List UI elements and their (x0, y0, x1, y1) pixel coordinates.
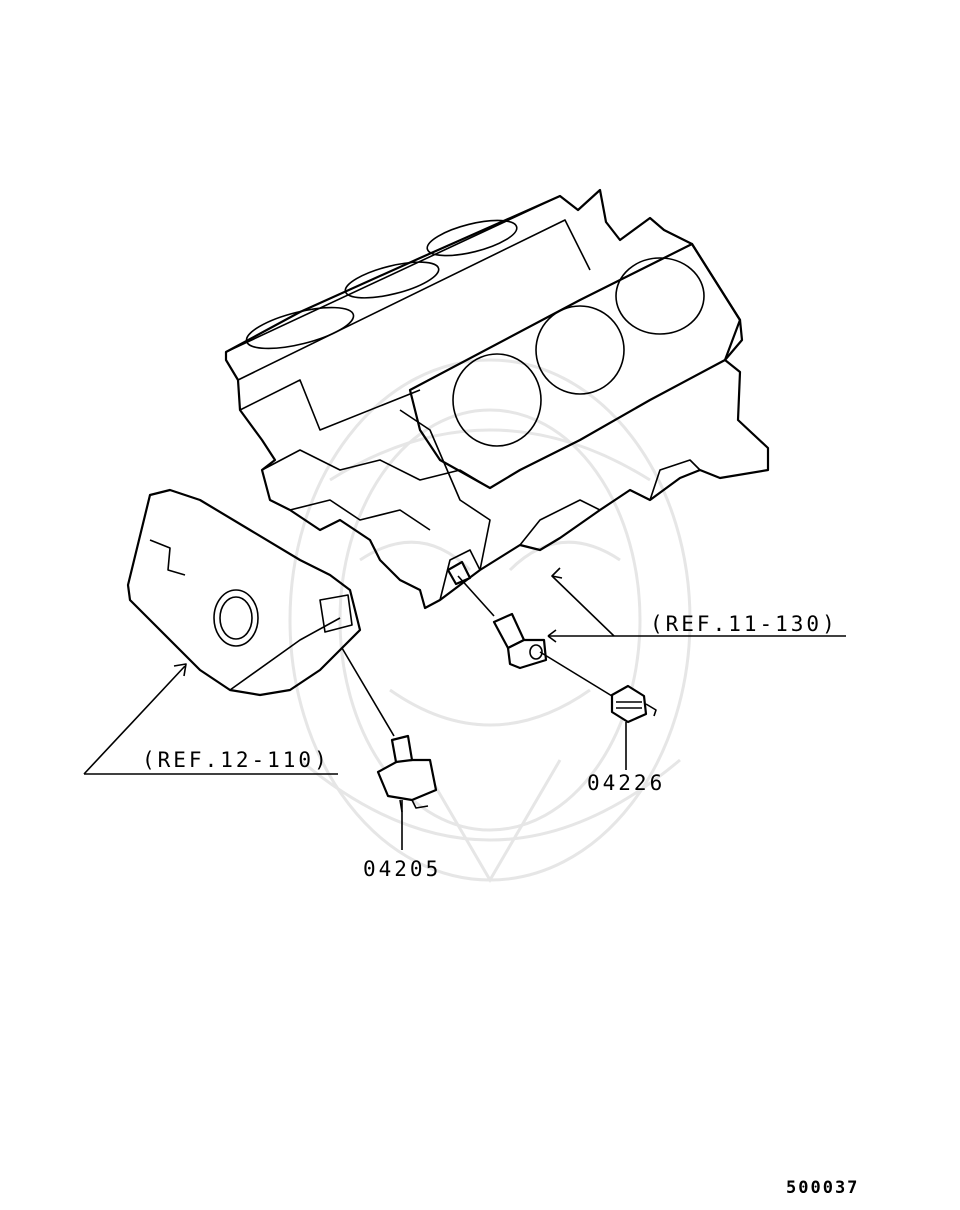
leader-lines (83, 567, 846, 850)
callout-ref-12-110: (REF.12-110) (142, 748, 330, 772)
engine-block (224, 188, 770, 610)
drawing-number: 500037 (786, 1178, 859, 1198)
callout-part-04205: 04205 (363, 857, 441, 881)
sensor-mount (446, 560, 548, 670)
callout-ref-11-130: (REF.11-130) (650, 612, 838, 636)
sensor-04205 (376, 734, 438, 813)
watermark-emblem (288, 358, 692, 883)
callout-part-04226: 04226 (587, 771, 665, 795)
sensor-04226 (610, 684, 657, 724)
front-cover (126, 488, 362, 697)
